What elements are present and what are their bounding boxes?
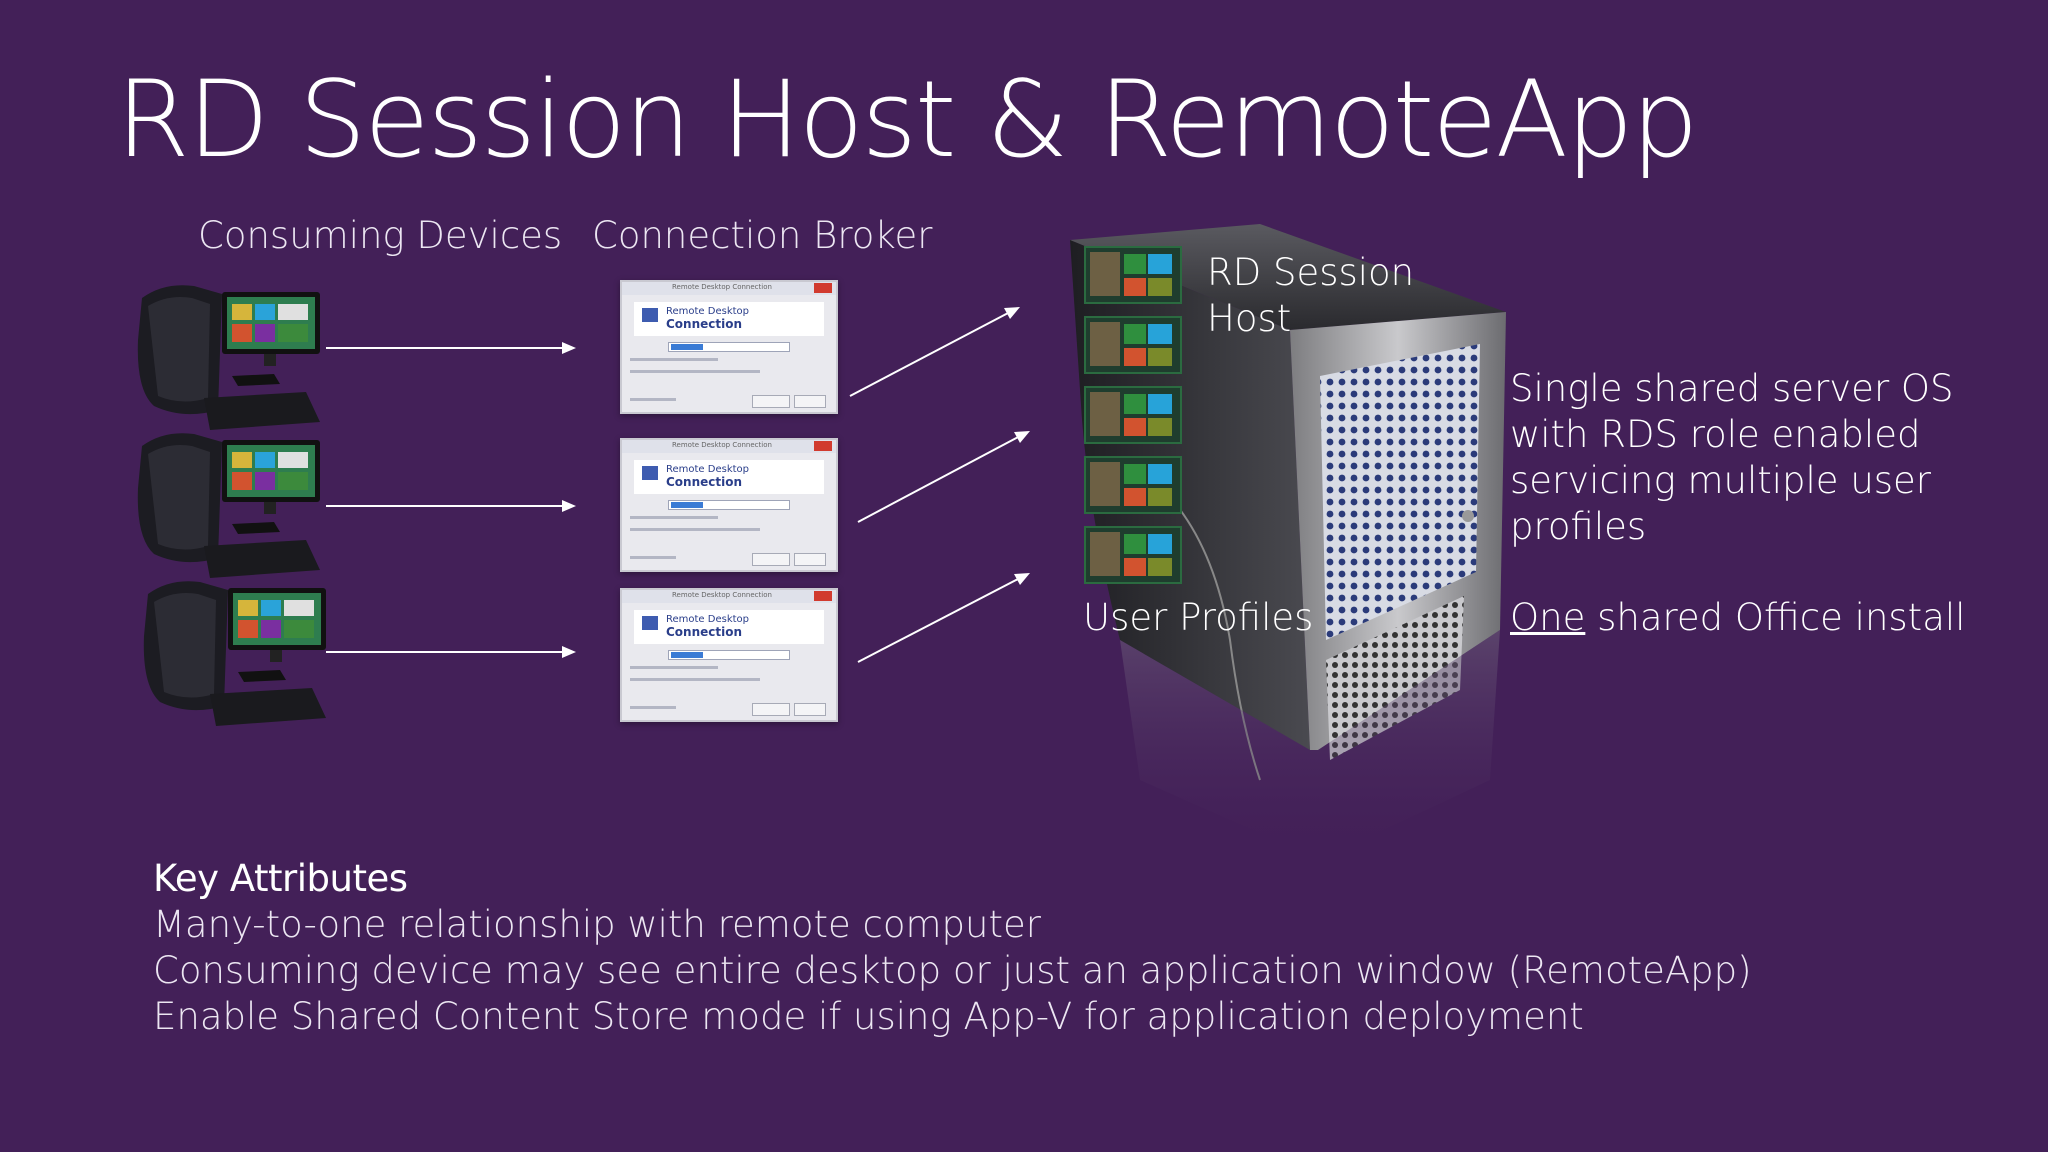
- computer-field: [668, 342, 790, 352]
- close-icon: [814, 591, 832, 601]
- dialog-titlebar: Remote Desktop Connection: [622, 590, 836, 603]
- remote-desktop-dialog-icon: Remote Desktop Connection Remote Desktop…: [620, 588, 838, 722]
- office-install-note: One shared Office install: [1510, 596, 1965, 639]
- connection-broker-heading: Connection Broker: [592, 214, 933, 257]
- close-icon: [814, 441, 832, 451]
- key-attributes-heading: Key Attributes: [153, 857, 408, 900]
- server-label-line1: RD Session: [1207, 251, 1415, 294]
- dialog-line2: Connection: [666, 475, 743, 489]
- dialog-window-title: Remote Desktop Connection: [672, 441, 772, 449]
- computer-field: [668, 500, 790, 510]
- dialog-line1: Remote Desktop: [666, 464, 750, 475]
- user-profile-tile-icon: [1084, 386, 1182, 444]
- key-attributes: Key Attributes Many-to-one relationship …: [153, 856, 1752, 1040]
- arrow-icon: [857, 573, 1030, 663]
- monitor-icon: [642, 616, 658, 630]
- arrow-icon: [849, 307, 1020, 397]
- arrow-icon: [326, 342, 576, 354]
- user-profile-tile-icon: [1084, 246, 1182, 304]
- desktop-computer-icon: [137, 285, 320, 430]
- key-attribute-item: Enable Shared Content Store mode if usin…: [153, 994, 1584, 1038]
- dialog-line2: Connection: [666, 317, 743, 331]
- description-line: profiles: [1510, 504, 1647, 548]
- remote-desktop-dialog-icon: Remote Desktop Connection Remote Desktop…: [620, 280, 838, 414]
- description-line: Single shared server OS: [1510, 367, 1954, 410]
- arrow-icon: [326, 646, 576, 658]
- dialog-header: Remote Desktop Connection: [634, 610, 824, 644]
- key-attribute-item: Consuming device may see entire desktop …: [153, 948, 1752, 992]
- office-rest-text: shared Office install: [1585, 596, 1966, 639]
- dialog-header: Remote Desktop Connection: [634, 302, 824, 336]
- rd-session-host-label: RD Session Host: [1207, 250, 1414, 343]
- user-profile-tile-icon: [1084, 316, 1182, 374]
- consuming-devices-heading: Consuming Devices: [198, 214, 563, 257]
- description-line: servicing multiple user: [1510, 458, 1932, 502]
- user-profile-tile-icon: [1084, 456, 1182, 514]
- dialog-line2: Connection: [666, 625, 743, 639]
- dialog-titlebar: Remote Desktop Connection: [622, 440, 836, 453]
- user-profiles-label: User Profiles: [1083, 596, 1314, 639]
- arrow-icon: [326, 500, 576, 512]
- dialog-titlebar: Remote Desktop Connection: [622, 282, 836, 295]
- user-profile-tile-icon: [1084, 526, 1182, 584]
- monitor-icon: [642, 308, 658, 322]
- server-label-line2: Host: [1207, 297, 1292, 341]
- dialog-window-title: Remote Desktop Connection: [672, 591, 772, 599]
- description-line: with RDS role enabled: [1510, 412, 1921, 456]
- dialog-line1: Remote Desktop: [666, 614, 750, 625]
- close-icon: [814, 283, 832, 293]
- dialog-header: Remote Desktop Connection: [634, 460, 824, 494]
- dialog-window-title: Remote Desktop Connection: [672, 283, 772, 291]
- server-description: Single shared server OS with RDS role en…: [1510, 366, 1970, 550]
- dialog-line1: Remote Desktop: [666, 306, 750, 317]
- computer-field: [668, 650, 790, 660]
- monitor-icon: [642, 466, 658, 480]
- arrow-icon: [857, 431, 1030, 523]
- office-underlined-word: One: [1510, 596, 1586, 639]
- slide-title: RD Session Host & RemoteApp: [116, 58, 1699, 181]
- remote-desktop-dialog-icon: Remote Desktop Connection Remote Desktop…: [620, 438, 838, 572]
- desktop-computer-icon: [137, 433, 320, 578]
- desktop-computer-icon: [143, 581, 326, 726]
- key-attribute-item: Many-to-one relationship with remote com…: [153, 902, 1041, 946]
